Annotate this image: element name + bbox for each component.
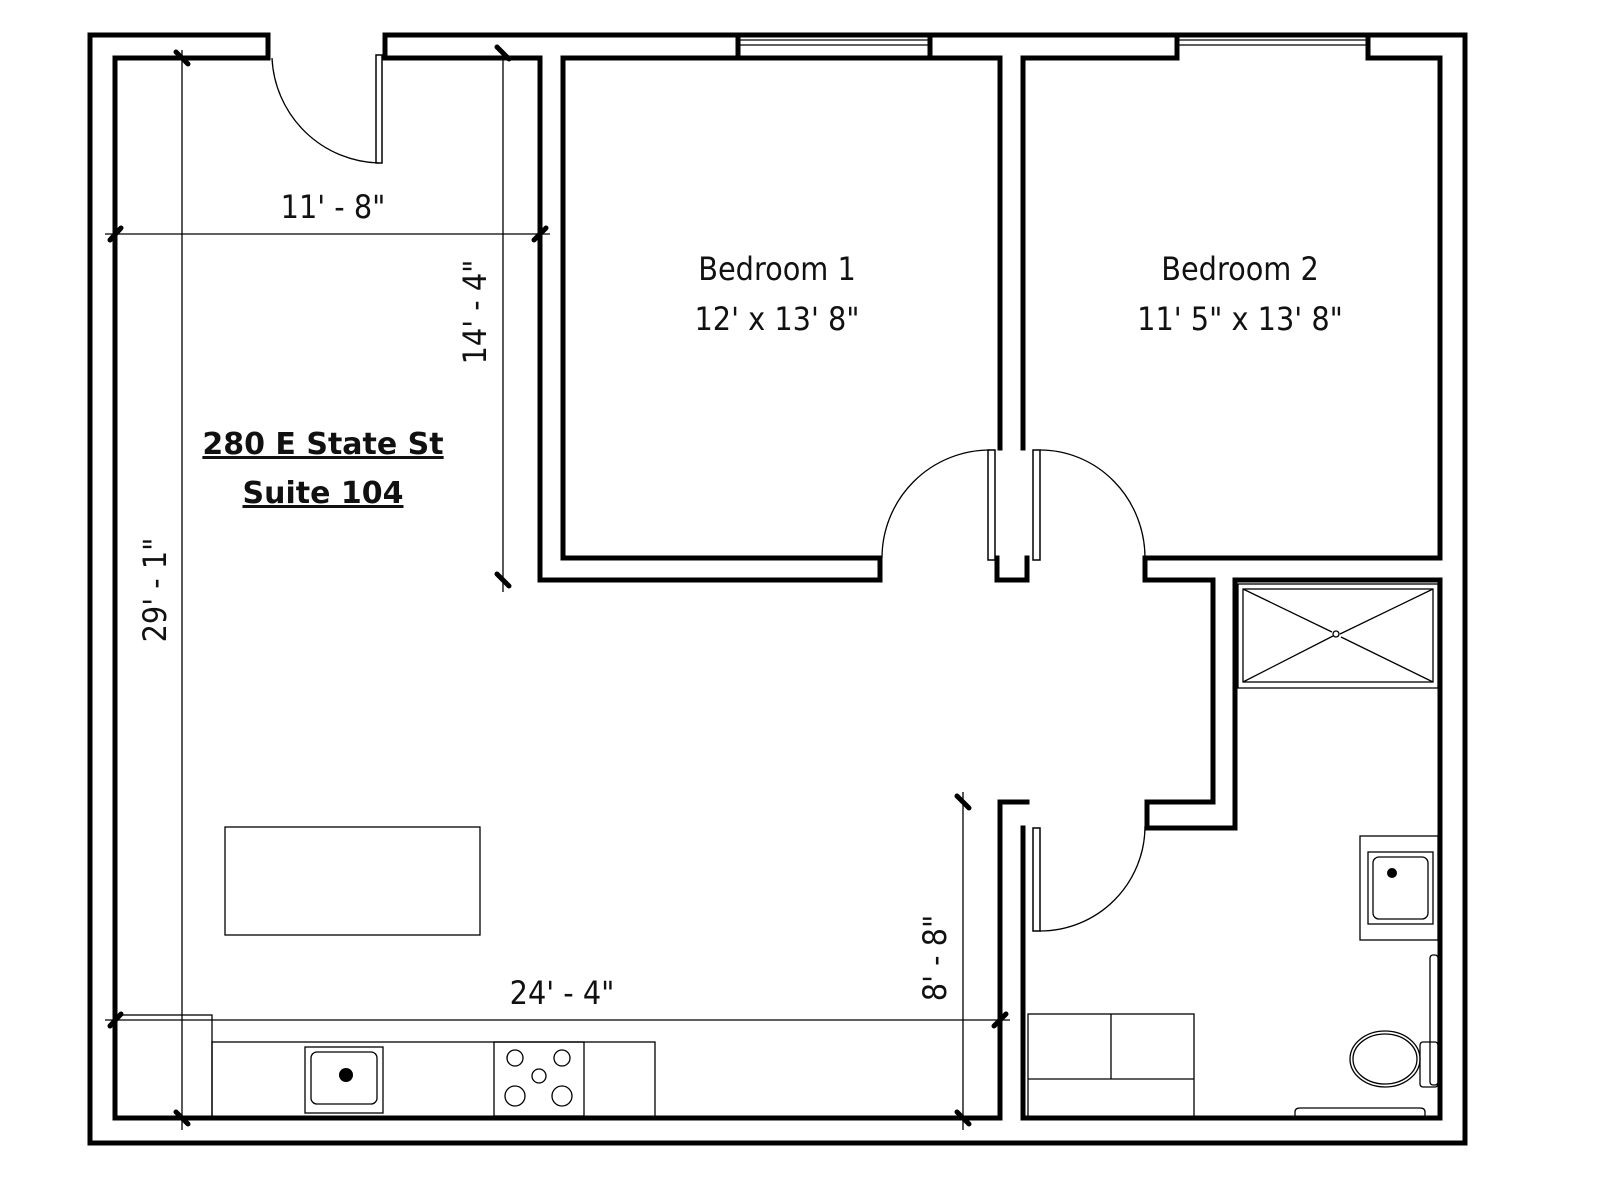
dim-kitchen-width: 24' - 4" [510,974,615,1012]
walls [87,32,1468,1146]
tub-edge [1294,1107,1426,1118]
entry-door [375,54,383,164]
labels: 280 E State St Suite 104 Bedroom 1 12' x… [202,250,1343,511]
kitchen-drain [339,1068,353,1082]
dim-living-width: 11' - 8" [281,188,386,226]
address-line1: 280 E State St [202,427,443,462]
bath-sink [1359,835,1439,941]
fixtures [114,583,1439,1119]
dim-overall-depth: 29' - 1" [136,538,174,643]
dim-bath-wall: 8' - 8" [916,915,954,1001]
bedroom1-door [987,449,996,561]
kitchen-island [224,826,481,936]
toilet [1349,954,1439,1088]
stove [493,1041,585,1117]
kitchen-counter [114,1014,656,1119]
dimension-lines: 11' - 8" 14' - 4" 29' - 1" 24' - 4" 8' -… [105,44,1010,1130]
bedroom1-size: 12' x 13' 8" [694,300,859,338]
address-line2: Suite 104 [242,476,403,511]
bedroom1-name: Bedroom 1 [698,250,856,288]
washer-dryer [1027,1013,1195,1119]
bedroom2-door [1032,449,1041,561]
dim-living-depth: 14' - 4" [456,260,494,365]
drain [1387,868,1397,878]
bedroom2-size: 11' 5" x 13' 8" [1137,300,1343,338]
bedroom2-name: Bedroom 2 [1161,250,1319,288]
shower [1237,583,1439,689]
bath-door [1032,827,1041,932]
doors [271,54,1146,932]
